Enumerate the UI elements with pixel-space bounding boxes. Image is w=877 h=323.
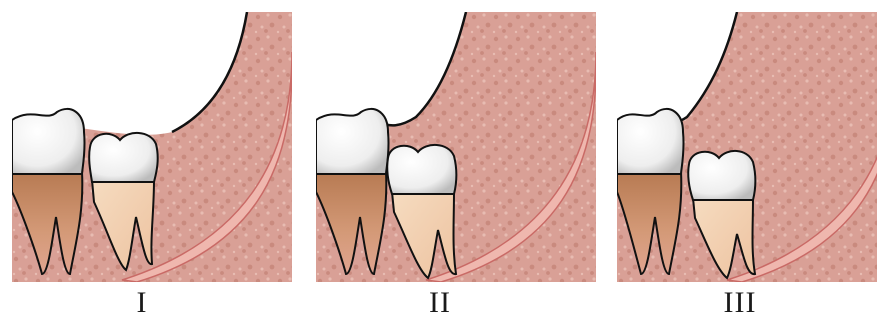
label-class-iii: III [600, 286, 877, 320]
panel-class-i [12, 12, 292, 282]
panel-class-iii [617, 12, 877, 282]
panel-class-ii [316, 12, 596, 282]
tooth-diagram-i [12, 12, 292, 282]
tooth-diagram-ii [316, 12, 596, 282]
label-class-ii: II [300, 286, 580, 320]
tooth-diagram-iii [617, 12, 877, 282]
label-class-i: I [2, 286, 282, 320]
